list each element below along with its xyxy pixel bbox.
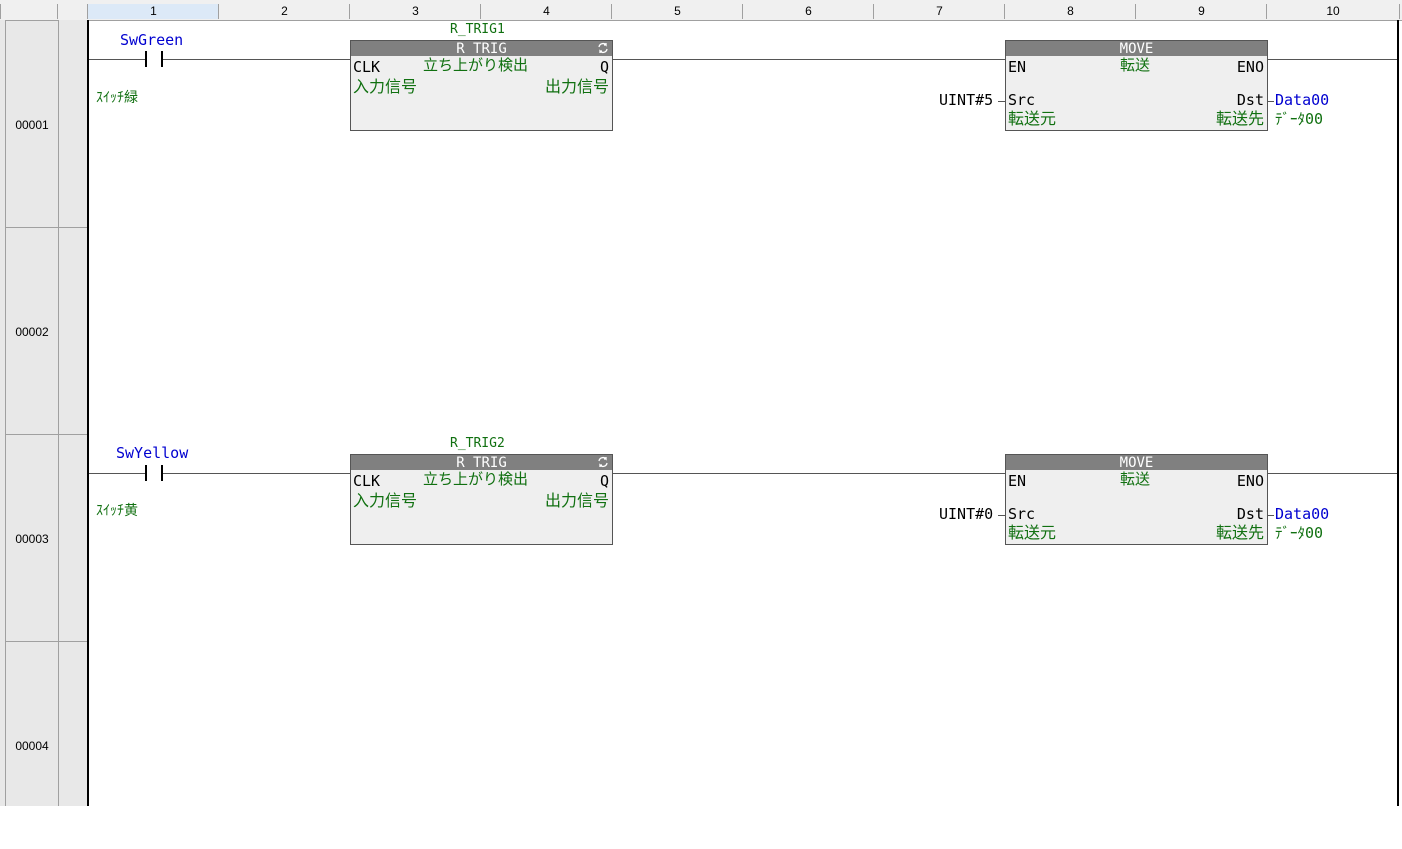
corner-cell-2 xyxy=(57,4,88,19)
move-src-value[interactable]: UINT#0 xyxy=(939,505,994,523)
column-header-5[interactable]: 5 xyxy=(611,4,743,19)
row-gutter: 00001 00002 00003 00004 xyxy=(0,20,87,806)
contact-right-bar[interactable] xyxy=(161,51,163,67)
move-dst-variable[interactable]: Data00 xyxy=(1275,505,1330,523)
row-number-1[interactable]: 00001 xyxy=(6,20,58,228)
move-eno-pin: ENO xyxy=(1236,472,1264,490)
contact-variable[interactable]: SwYellow xyxy=(116,444,189,462)
fb-output-comment: 出力信号 xyxy=(544,77,609,96)
move-type-header: MOVE xyxy=(1006,41,1267,56)
column-header-4[interactable]: 4 xyxy=(480,4,612,19)
fb-type: R_TRIG xyxy=(456,455,507,470)
wire xyxy=(612,473,1005,474)
contact-left-bar[interactable] xyxy=(145,465,147,481)
move-en-pin: EN xyxy=(1008,58,1027,76)
wire xyxy=(163,59,350,60)
contact-left-bar[interactable] xyxy=(145,51,147,67)
row-sep xyxy=(58,227,87,229)
row-number-4[interactable]: 00004 xyxy=(6,641,58,849)
fb-input-comment: 入力信号 xyxy=(353,77,418,96)
refresh-icon xyxy=(598,42,608,54)
move-src-pin: Src xyxy=(1008,91,1036,109)
fb-input-comment: 入力信号 xyxy=(353,491,418,510)
move-block[interactable]: MOVE EN 転送 ENO Src Dst 転送元 転送先 xyxy=(1005,454,1268,545)
fb-instance-name[interactable]: R_TRIG2 xyxy=(450,436,505,451)
wire xyxy=(1267,101,1274,102)
move-block[interactable]: MOVE EN 転送 ENO Src Dst 転送元 転送先 xyxy=(1005,40,1268,131)
move-src-comment: 転送元 xyxy=(1008,523,1057,542)
fb-input-pin: CLK xyxy=(353,58,381,76)
r-trig-block[interactable]: R_TRIG CLK 立ち上がり検出 Q 入力信号 出力信号 xyxy=(350,40,613,131)
wire xyxy=(612,59,1005,60)
move-type-header: MOVE xyxy=(1006,455,1267,470)
left-power-rail xyxy=(87,20,89,806)
move-type: MOVE xyxy=(1119,41,1154,56)
fb-instance-name[interactable]: R_TRIG1 xyxy=(450,22,505,37)
row-number-2[interactable]: 00002 xyxy=(6,227,58,435)
column-header: 1 2 3 4 5 6 7 8 9 10 xyxy=(0,0,1402,21)
contact-variable[interactable]: SwGreen xyxy=(120,31,184,49)
fb-type-header: R_TRIG xyxy=(351,455,612,470)
wire xyxy=(89,59,145,60)
contact-right-bar[interactable] xyxy=(161,465,163,481)
move-description: 転送 xyxy=(1120,56,1151,74)
move-dst-variable-comment: ﾃﾞｰﾀ00 xyxy=(1275,524,1324,542)
wire xyxy=(1267,473,1397,474)
corner-cell xyxy=(0,4,58,19)
move-src-comment: 転送元 xyxy=(1008,109,1057,128)
column-header-2[interactable]: 2 xyxy=(218,4,350,19)
fb-output-comment: 出力信号 xyxy=(544,491,609,510)
wire xyxy=(163,473,350,474)
move-dst-comment: 転送先 xyxy=(1215,523,1264,542)
move-src-pin: Src xyxy=(1008,505,1036,523)
contact-comment: ｽｲｯﾁ緑 xyxy=(96,90,138,106)
gutter-border xyxy=(5,20,6,806)
move-type: MOVE xyxy=(1119,455,1154,470)
wire xyxy=(89,473,145,474)
row-sep xyxy=(58,641,87,643)
move-dst-variable-comment: ﾃﾞｰﾀ00 xyxy=(1275,110,1324,128)
move-src-value[interactable]: UINT#5 xyxy=(939,91,994,109)
fb-description: 立ち上がり検出 xyxy=(423,470,529,488)
move-dst-variable[interactable]: Data00 xyxy=(1275,91,1330,109)
column-header-7[interactable]: 7 xyxy=(873,4,1005,19)
r-trig-block[interactable]: R_TRIG CLK 立ち上がり検出 Q 入力信号 出力信号 xyxy=(350,454,613,545)
wire xyxy=(1267,515,1274,516)
column-header-1[interactable]: 1 xyxy=(87,4,219,19)
refresh-icon xyxy=(598,456,608,468)
contact-comment: ｽｲｯﾁ黄 xyxy=(96,503,138,519)
fb-type: R_TRIG xyxy=(456,41,507,56)
column-header-9[interactable]: 9 xyxy=(1135,4,1267,19)
move-dst-comment: 転送先 xyxy=(1215,109,1264,128)
gutter-divider xyxy=(58,20,59,806)
wire xyxy=(998,101,1005,102)
column-header-6[interactable]: 6 xyxy=(742,4,874,19)
move-eno-pin: ENO xyxy=(1236,58,1264,76)
move-dst-pin: Dst xyxy=(1236,505,1264,523)
column-header-8[interactable]: 8 xyxy=(1004,4,1136,19)
fb-description: 立ち上がり検出 xyxy=(423,56,529,74)
move-description: 転送 xyxy=(1120,470,1151,488)
fb-type-header: R_TRIG xyxy=(351,41,612,56)
wire xyxy=(998,515,1005,516)
move-dst-pin: Dst xyxy=(1236,91,1264,109)
fb-input-pin: CLK xyxy=(353,472,381,490)
column-header-10[interactable]: 10 xyxy=(1266,4,1400,19)
right-power-rail xyxy=(1397,20,1399,806)
column-header-3[interactable]: 3 xyxy=(349,4,481,19)
row-number-3[interactable]: 00003 xyxy=(6,434,58,642)
wire xyxy=(1267,59,1397,60)
row-sep xyxy=(58,434,87,436)
move-en-pin: EN xyxy=(1008,472,1027,490)
fb-output-pin: Q xyxy=(599,472,609,490)
fb-output-pin: Q xyxy=(599,58,609,76)
